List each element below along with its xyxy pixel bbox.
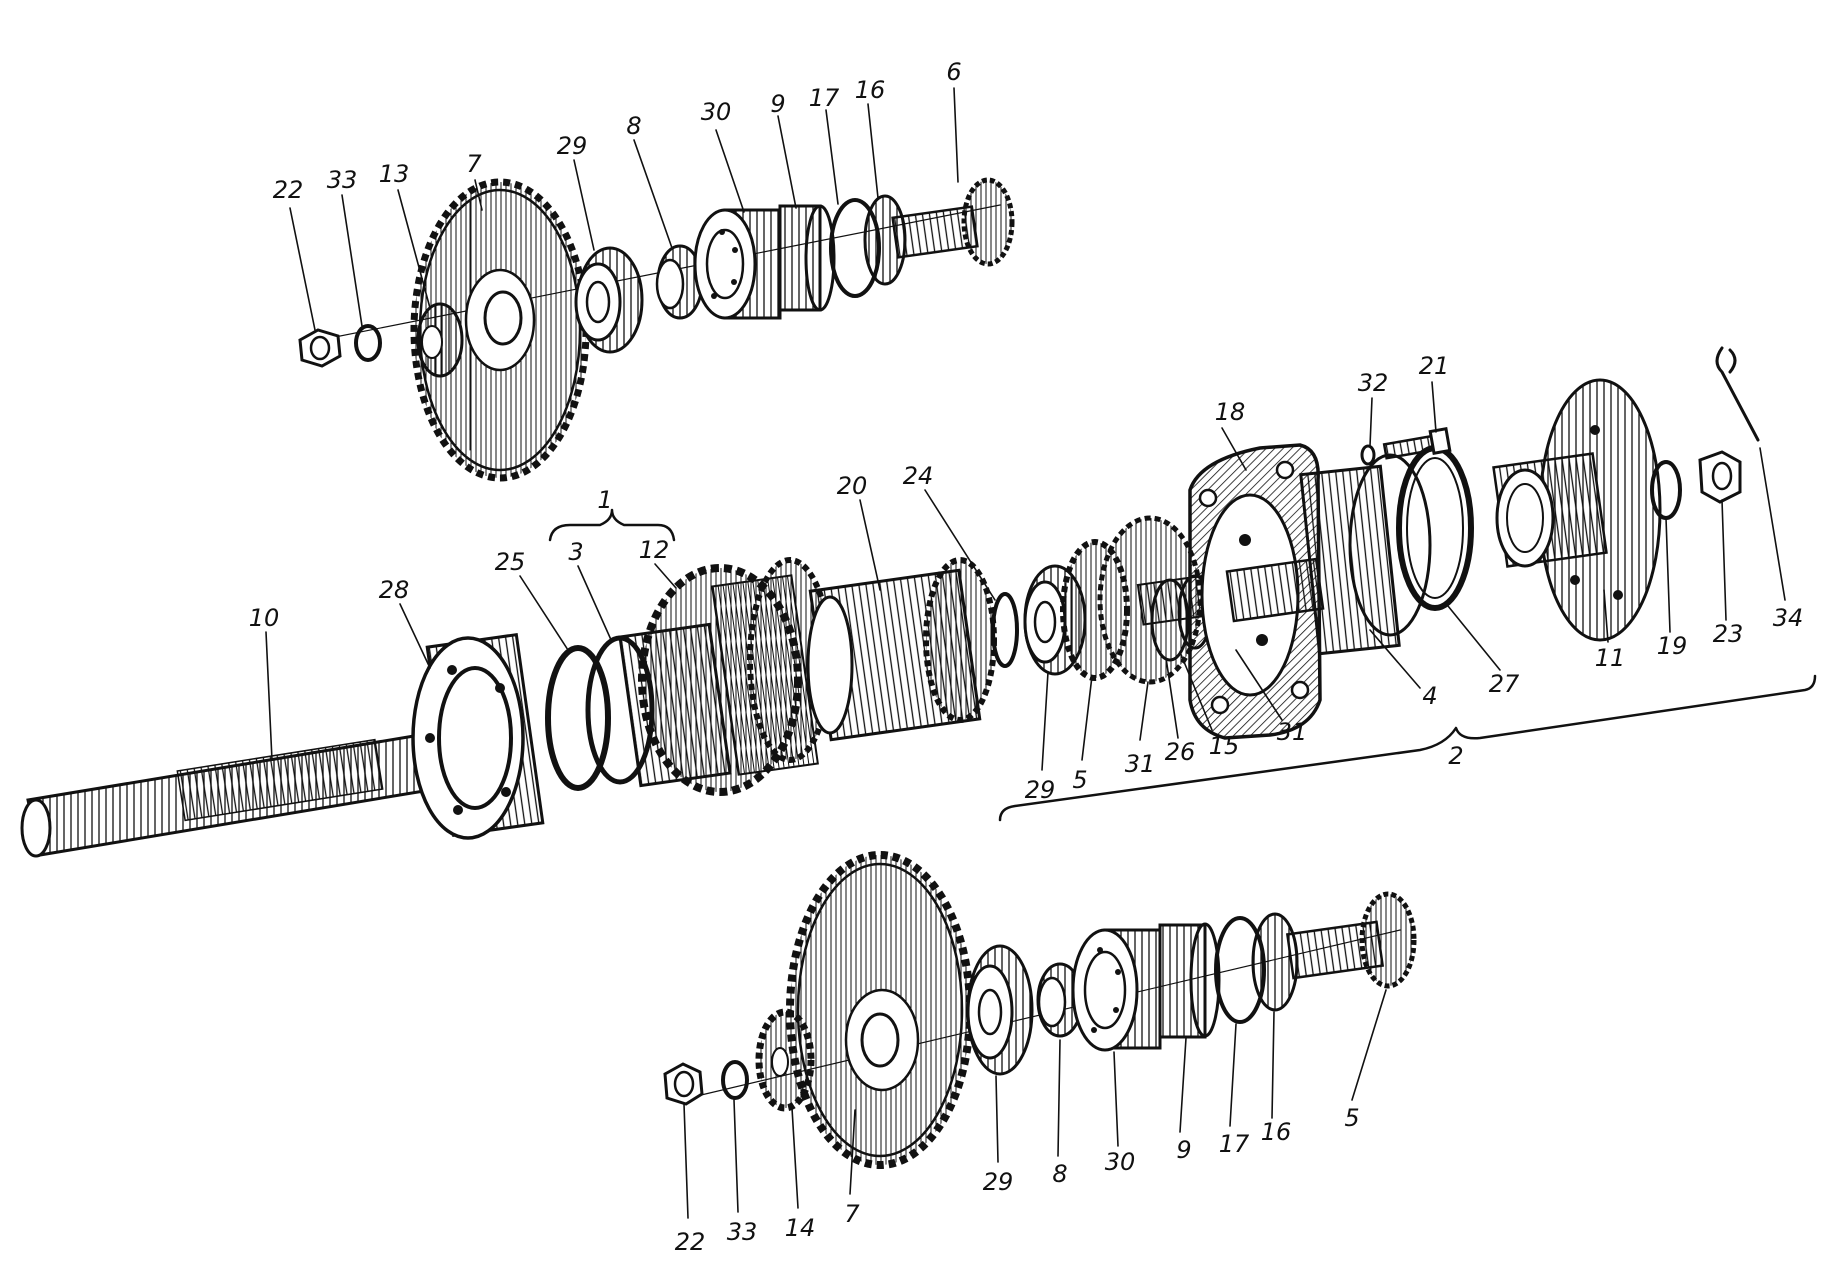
- label-27: 27: [1488, 670, 1520, 698]
- housing-18: [1188, 443, 1432, 740]
- label-26: 26: [1164, 738, 1196, 766]
- label-12: 12: [638, 536, 670, 564]
- label-30-bottom: 30: [1104, 1148, 1136, 1176]
- label-19: 19: [1656, 632, 1688, 660]
- label-32: 32: [1357, 369, 1389, 397]
- bracket-2: [998, 674, 1817, 822]
- label-31-left: 31: [1124, 750, 1156, 778]
- label-16-bottom: 16: [1260, 1118, 1292, 1146]
- bearing-29-top: [574, 246, 644, 354]
- label-33-bottom: 33: [726, 1218, 758, 1246]
- nut-22-bottom: [663, 1062, 704, 1106]
- sleeve-20: [806, 557, 997, 742]
- main-shaft-10: [20, 733, 432, 858]
- label-29-middle: 29: [1024, 776, 1056, 804]
- label-5-bottom: 5: [1344, 1104, 1360, 1132]
- large-gear-7-bottom: [786, 851, 974, 1169]
- ring-9-top: [778, 204, 836, 312]
- large-gear-7-top: [410, 178, 590, 482]
- label-8-bottom: 8: [1052, 1160, 1068, 1188]
- lock-washer-33-top: [354, 324, 382, 362]
- nut-22-top: [298, 328, 342, 368]
- ring-25: [545, 645, 611, 791]
- label-9-top: 9: [770, 90, 786, 118]
- lock-washer-33-bottom: [721, 1060, 749, 1100]
- label-2: 2: [1448, 742, 1464, 770]
- label-18: 18: [1214, 398, 1246, 426]
- leader-lines: [265, 87, 1786, 1219]
- main-shaft-assembly: [20, 346, 1817, 858]
- bottom-shaft-assembly: [663, 851, 1417, 1169]
- castle-nut-23: [1698, 450, 1742, 504]
- label-17-top: 17: [808, 84, 840, 112]
- label-1: 1: [597, 486, 613, 514]
- ring-9-bottom: [1158, 922, 1221, 1039]
- label-20: 20: [836, 472, 868, 500]
- label-24: 24: [902, 462, 934, 490]
- label-30-top: 30: [700, 98, 732, 126]
- label-22-top: 22: [272, 176, 304, 204]
- label-15: 15: [1208, 732, 1240, 760]
- label-10: 10: [248, 604, 280, 632]
- label-6: 6: [946, 58, 962, 86]
- label-4: 4: [1422, 682, 1438, 710]
- label-31-right: 31: [1276, 718, 1308, 746]
- label-28: 28: [378, 576, 410, 604]
- label-23: 23: [1712, 620, 1744, 648]
- bolt-21: [1382, 427, 1452, 460]
- label-29-top: 29: [556, 132, 588, 160]
- label-22-bottom: 22: [674, 1228, 706, 1256]
- label-5-middle: 5: [1072, 766, 1088, 794]
- label-8-top: 8: [626, 112, 642, 140]
- bracket-1: [548, 508, 676, 542]
- seal-27: [1396, 445, 1474, 611]
- gear-unit-1: [585, 557, 833, 796]
- label-33-top: 33: [326, 166, 358, 194]
- label-17-bottom: 17: [1218, 1130, 1250, 1158]
- label-16-top: 16: [854, 76, 886, 104]
- countershaft-6-top: [891, 177, 1015, 267]
- bearing-30-bottom: [1071, 928, 1162, 1052]
- label-21: 21: [1418, 352, 1450, 380]
- bearing-30-top: [693, 208, 782, 320]
- label-7-bottom: 7: [844, 1200, 860, 1228]
- countershaft-5-bottom: [1285, 891, 1417, 989]
- label-7-top: 7: [466, 150, 482, 178]
- snap-ring-24: [991, 592, 1019, 668]
- bearing-29-bottom: [966, 944, 1034, 1076]
- top-shaft-assembly: [298, 177, 1015, 482]
- label-9-bottom: 9: [1176, 1136, 1192, 1164]
- flange-11: [1492, 378, 1662, 642]
- washer-32: [1360, 444, 1376, 466]
- bearing-28: [411, 632, 545, 840]
- label-11: 11: [1594, 644, 1626, 672]
- label-34: 34: [1772, 604, 1804, 632]
- label-25: 25: [494, 548, 526, 576]
- sleeve-8-bottom: [1036, 962, 1084, 1038]
- label-13: 13: [378, 160, 410, 188]
- sleeve-8-top: [655, 244, 704, 320]
- label-14: 14: [784, 1214, 816, 1242]
- cotter-pin-34: [1715, 346, 1760, 442]
- label-3: 3: [568, 538, 584, 566]
- label-29-bottom: 29: [982, 1168, 1014, 1196]
